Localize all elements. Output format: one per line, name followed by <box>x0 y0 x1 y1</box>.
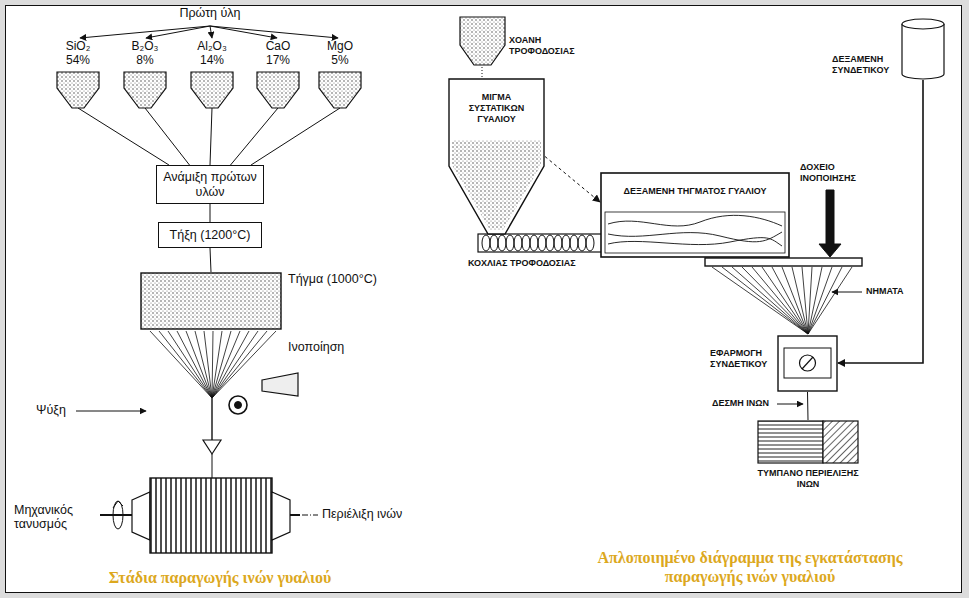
stroke <box>772 267 808 334</box>
stroke <box>808 267 852 334</box>
stroke <box>514 235 522 251</box>
stroke <box>522 235 530 251</box>
label: ΚΟΧΛΙΑΣ ΤΡΟΦΟΔΟΣΙΑΣ <box>468 258 576 269</box>
stroke <box>742 267 808 334</box>
node-text: ΔΕΞΑΜΕΝΗ ΣΥΝΔΕΤΙΚΟΥ <box>832 54 898 76</box>
stroke <box>802 267 808 334</box>
connector <box>145 108 189 165</box>
label: ΔΟΧΕΙΟ ΙΝΟΠΟΙΗΣΗΣ <box>800 162 870 184</box>
stroke <box>586 235 594 251</box>
stroke <box>808 267 832 334</box>
stroke <box>782 267 808 334</box>
node-text: Ανάμιξη πρώτων υλών <box>162 170 258 199</box>
stroke <box>792 267 808 334</box>
node-text: B₂O₃ 8% <box>125 40 165 68</box>
label: Ινοποίηση <box>288 340 344 354</box>
connector <box>807 392 809 420</box>
binder-tank: ΔΕΞΑΜΕΝΗ ΣΥΝΔΕΤΙΚΟΥ <box>832 18 947 80</box>
connector <box>78 108 169 165</box>
raw-material-hopper: Al₂O₃ 14% <box>187 40 237 108</box>
node-text: CaO 17% <box>258 40 298 68</box>
node-text: Τήξη (1200°C) <box>170 228 251 242</box>
stroke <box>578 235 586 251</box>
stroke <box>159 331 212 398</box>
stroke <box>562 235 570 251</box>
stroke <box>482 235 490 251</box>
stroke <box>177 331 212 398</box>
batch-hopper: ΜΙΓΜΑ ΣΥΣΤΑΤΙΚΩΝ ΓΥΑΛΙΟΥ <box>448 78 545 235</box>
node-text: MgO 5% <box>320 40 360 68</box>
melt-tank: Τήγμα (1000°C) <box>140 272 385 330</box>
connector <box>210 248 211 272</box>
stroke <box>506 235 514 251</box>
node-text: Τήγμα (1000°C) <box>288 272 384 286</box>
feed-funnel: ΧΟΑΝΗ ΤΡΟΦΟΔΟΣΙΑΣ <box>455 15 585 67</box>
connector <box>838 80 923 363</box>
raw-material-hopper: MgO 5% <box>315 40 365 108</box>
node-text: ΜΙΓΜΑ ΣΥΣΤΑΤΙΚΩΝ ΓΥΑΛΙΟΥ <box>456 92 537 124</box>
node-text: ΔΕΞΑΜΕΝΗ ΤΗΓΜΑΤΟΣ ΓΥΑΛΙΟΥ <box>610 186 780 197</box>
node-text: ΧΟΑΝΗ ΤΡΟΦΟΔΟΣΙΑΣ <box>509 35 584 57</box>
connector <box>231 108 278 165</box>
shape-outline <box>748 420 868 510</box>
stroke <box>712 267 808 334</box>
stroke <box>212 331 258 398</box>
stroke <box>204 331 212 398</box>
node-text: Al₂O₃ 14% <box>192 40 232 68</box>
raw-material-hopper: CaO 17% <box>253 40 303 108</box>
stroke <box>752 267 808 334</box>
stroke <box>498 235 506 251</box>
node-text: ΤΥΜΠΑΝΟ ΠΕΡΙΕΛΙΞΗΣ ΙΝΩΝ <box>748 468 868 490</box>
connector <box>210 204 211 222</box>
stroke <box>570 235 578 251</box>
stroke <box>212 331 213 398</box>
connector <box>545 157 600 203</box>
melt-tank: ΔΕΞΑΜΕΝΗ ΤΗΓΜΑΤΟΣ ΓΥΑΛΙΟΥ <box>600 172 790 258</box>
stroke <box>195 331 212 398</box>
stroke <box>530 235 538 251</box>
label: Περιέλιξη ινών <box>322 507 402 521</box>
raw-material-hopper: B₂O₃ 8% <box>120 40 170 108</box>
label: ΔΕΣΜΗ ΙΝΩΝ <box>712 398 769 409</box>
stroke <box>762 267 808 334</box>
stroke <box>186 331 212 398</box>
stroke <box>538 235 546 251</box>
connector <box>251 108 340 165</box>
stroke <box>722 267 808 334</box>
stroke <box>212 331 240 398</box>
caption: Στάδια παραγωγής ινών γυαλιού <box>80 568 360 587</box>
node-text: SiO₂ 54% <box>58 40 98 68</box>
stroke <box>212 331 267 398</box>
raw-material-hopper: SiO₂ 54% <box>53 40 103 108</box>
node-text: ΕΦΑΡΜΟΓΗ ΣΥΝΔΕΤΙΚΟΥ <box>710 348 776 370</box>
process-box: Τήξη (1200°C) <box>158 222 262 248</box>
stroke <box>554 235 562 251</box>
label: ΝΗΜΑΤΑ <box>866 286 904 297</box>
winding-drum: ΤΥΜΠΑΝΟ ΠΕΡΙΕΛΙΞΗΣ ΙΝΩΝ <box>748 420 868 510</box>
binder-applicator: ΕΦΑΡΜΟΓΗ ΣΥΝΔΕΤΙΚΟΥ <box>710 334 838 392</box>
stroke <box>546 235 554 251</box>
connector <box>210 108 212 165</box>
label: Πρώτη ύλη <box>170 6 250 20</box>
stroke <box>150 331 212 398</box>
label: Μηχανικός τανυσμός <box>14 503 94 532</box>
process-box: Ανάμιξη πρώτων υλών <box>156 165 264 204</box>
stroke <box>732 267 808 334</box>
shape-outline <box>600 172 790 258</box>
stroke <box>490 235 498 251</box>
label: Ψύξη <box>36 403 66 417</box>
stroke <box>168 331 212 398</box>
caption-text: Απλοποιημένο διάγραμμα της εγκατάστασης … <box>585 548 915 586</box>
stroke <box>808 267 842 334</box>
